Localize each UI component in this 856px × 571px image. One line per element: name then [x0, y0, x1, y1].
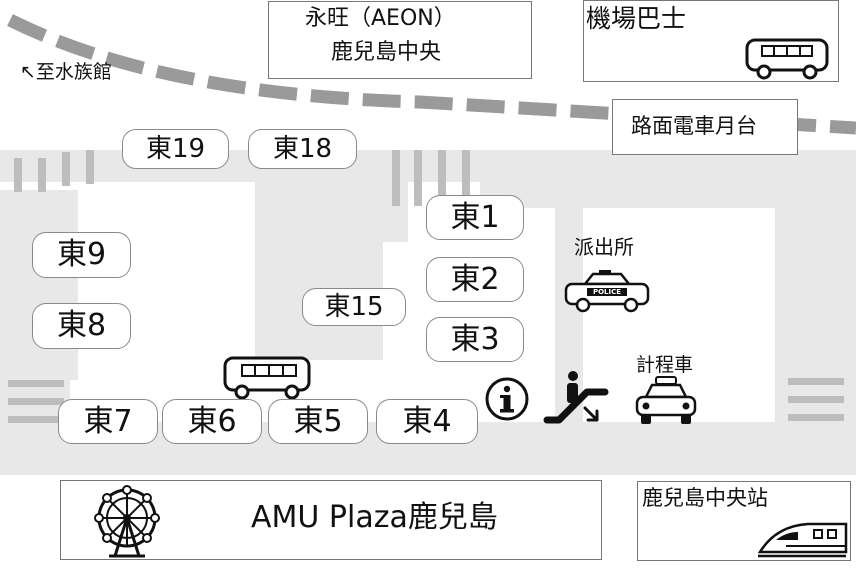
taxi-label: 計程車: [636, 354, 694, 376]
police-car-icon: POLICE: [563, 268, 651, 314]
stop-e4[interactable]: 東4: [376, 399, 478, 444]
shinkansen-icon: [757, 522, 848, 558]
to-museum-label: ↖至水族館: [20, 61, 112, 83]
bus-icon: [223, 356, 311, 399]
police-car-text: POLICE: [592, 288, 622, 296]
station-label: 鹿兒島中央站: [642, 486, 768, 510]
tram-stop-box: 路面電車月台: [612, 99, 798, 155]
stop-e9[interactable]: 東9: [32, 232, 131, 278]
stop-e19[interactable]: 東19: [122, 129, 229, 169]
aeon-label-line2: 鹿兒島中央: [331, 40, 442, 65]
stop-e8[interactable]: 東8: [32, 303, 131, 349]
stop-e3[interactable]: 東3: [426, 317, 524, 362]
tram-stop-label: 路面電車月台: [631, 114, 757, 138]
aeon-label-line1: 永旺（AEON）: [305, 6, 456, 31]
info-icon[interactable]: [484, 376, 530, 422]
stop-e1[interactable]: 東1: [426, 195, 524, 240]
stop-e7[interactable]: 東7: [58, 399, 158, 444]
airport-bus-box: 機場巴士: [583, 0, 839, 82]
stop-e5[interactable]: 東5: [268, 399, 368, 444]
bus-icon: [745, 38, 829, 80]
station-box: 鹿兒島中央站: [637, 481, 851, 561]
aeon-box: 永旺（AEON） 鹿兒島中央: [268, 1, 532, 79]
stop-e6[interactable]: 東6: [162, 399, 262, 444]
amu-plaza-label: AMU Plaza鹿兒島: [251, 500, 498, 535]
airport-bus-label: 機場巴士: [586, 4, 687, 33]
police-box-label: 派出所: [574, 235, 634, 259]
ferris-wheel-icon: [94, 485, 160, 558]
stop-e18[interactable]: 東18: [248, 129, 357, 169]
crosswalks: [8, 150, 844, 423]
stop-e2[interactable]: 東2: [426, 257, 524, 302]
amu-plaza-box: AMU Plaza鹿兒島: [60, 480, 602, 560]
taxi-icon: [635, 376, 697, 424]
escalator-icon: [543, 371, 609, 424]
stop-e15[interactable]: 東15: [302, 288, 406, 326]
tram-track: [7, 14, 856, 135]
